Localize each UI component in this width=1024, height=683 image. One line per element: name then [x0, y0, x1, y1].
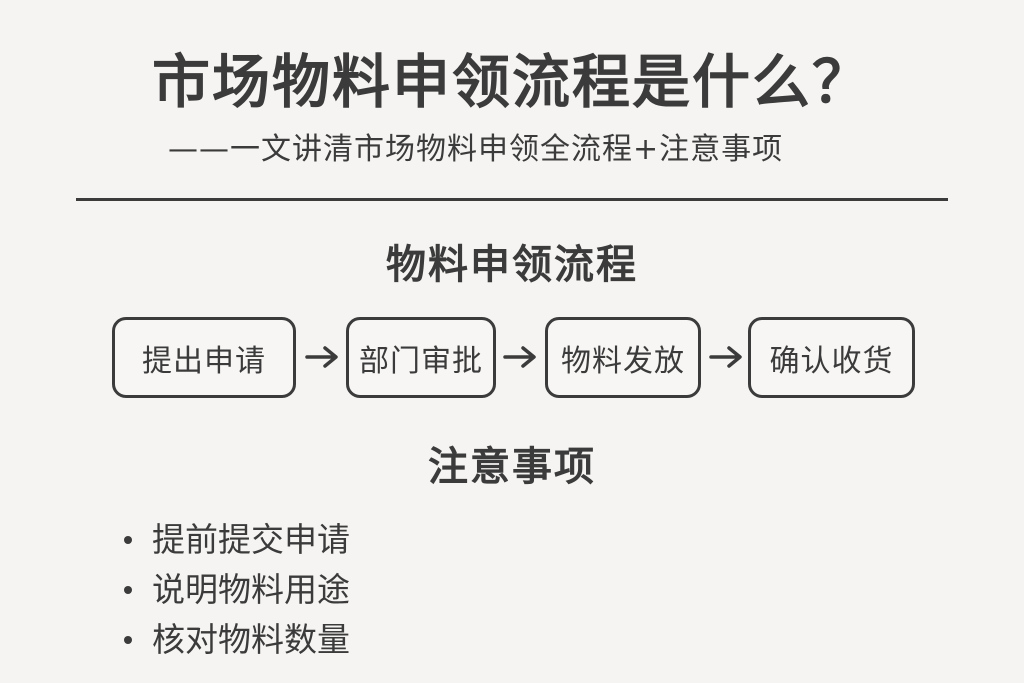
step-material-issue: 物料发放	[545, 317, 701, 398]
arrow-right-icon	[302, 334, 342, 380]
list-item: 说明物料用途	[124, 565, 350, 615]
notes-list: 提前提交申请 说明物料用途 核对物料数量	[124, 515, 350, 665]
step-department-approval: 部门审批	[346, 317, 496, 398]
list-item: 核对物料数量	[124, 615, 350, 665]
page-subtitle: ——一文讲清市场物料申领全流程+注意事项	[168, 132, 784, 167]
arrow-right-icon	[500, 334, 540, 380]
flow-heading: 物料申领流程	[386, 242, 638, 288]
list-item: 提前提交申请	[124, 515, 350, 565]
step-label: 提出申请	[142, 343, 266, 379]
step-label: 确认收货	[769, 343, 894, 379]
step-confirm-receipt: 确认收货	[748, 317, 915, 398]
page-title: 市场物料申领流程是什么？	[151, 48, 872, 116]
note-text: 说明物料用途	[152, 570, 350, 609]
note-text: 提前提交申请	[152, 520, 350, 559]
note-text: 核对物料数量	[152, 620, 350, 659]
step-label: 物料发放	[561, 343, 685, 379]
bullet-icon	[124, 636, 132, 644]
arrow-right-icon	[706, 334, 746, 380]
bullet-icon	[124, 536, 132, 544]
divider	[76, 198, 948, 201]
step-label: 部门审批	[359, 343, 483, 379]
step-submit-request: 提出申请	[112, 317, 296, 398]
notes-heading: 注意事项	[428, 444, 596, 490]
bullet-icon	[124, 586, 132, 594]
